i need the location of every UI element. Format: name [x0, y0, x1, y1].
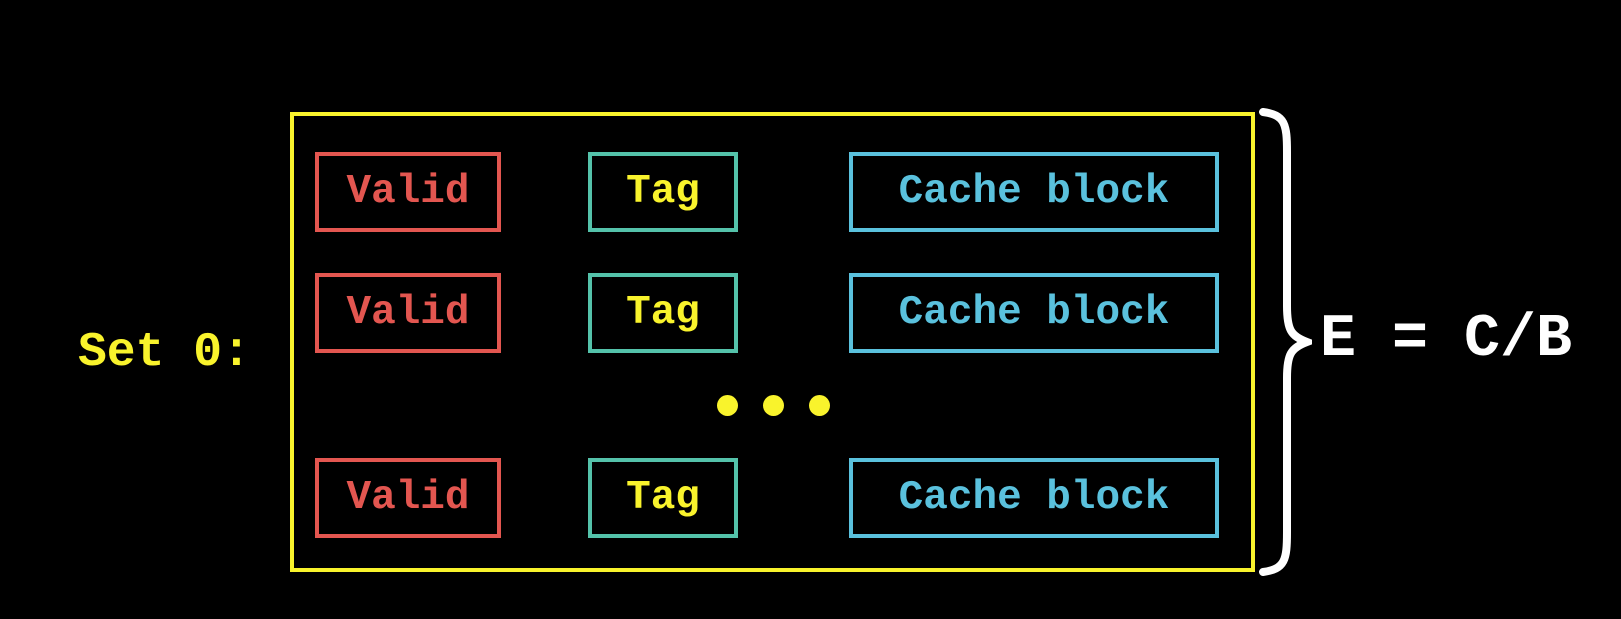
tag-label: Tag: [626, 169, 700, 215]
tag-label: Tag: [626, 475, 700, 521]
tag-box: Tag: [588, 273, 738, 353]
ellipsis-dot: [717, 395, 738, 416]
cache-block-label: Cache block: [898, 169, 1170, 215]
cache-block-label: Cache block: [898, 290, 1170, 336]
valid-box: Valid: [315, 458, 501, 538]
tag-box: Tag: [588, 152, 738, 232]
valid-label: Valid: [346, 475, 470, 521]
set-outline-box: Valid Tag Cache block Valid Tag Cache bl…: [290, 112, 1255, 572]
valid-label: Valid: [346, 290, 470, 336]
cache-block-box: Cache block: [849, 458, 1219, 538]
ellipsis: [717, 395, 830, 416]
cache-block-label: Cache block: [898, 475, 1170, 521]
cache-block-box: Cache block: [849, 152, 1219, 232]
valid-label: Valid: [346, 169, 470, 215]
valid-box: Valid: [315, 273, 501, 353]
ellipsis-dot: [763, 395, 784, 416]
tag-box: Tag: [588, 458, 738, 538]
associativity-annotation: E = C/B: [1320, 306, 1573, 374]
tag-label: Tag: [626, 290, 700, 336]
set-label: Set 0:: [78, 326, 251, 380]
cache-block-box: Cache block: [849, 273, 1219, 353]
curly-brace-icon: [1259, 108, 1312, 576]
ellipsis-dot: [809, 395, 830, 416]
valid-box: Valid: [315, 152, 501, 232]
